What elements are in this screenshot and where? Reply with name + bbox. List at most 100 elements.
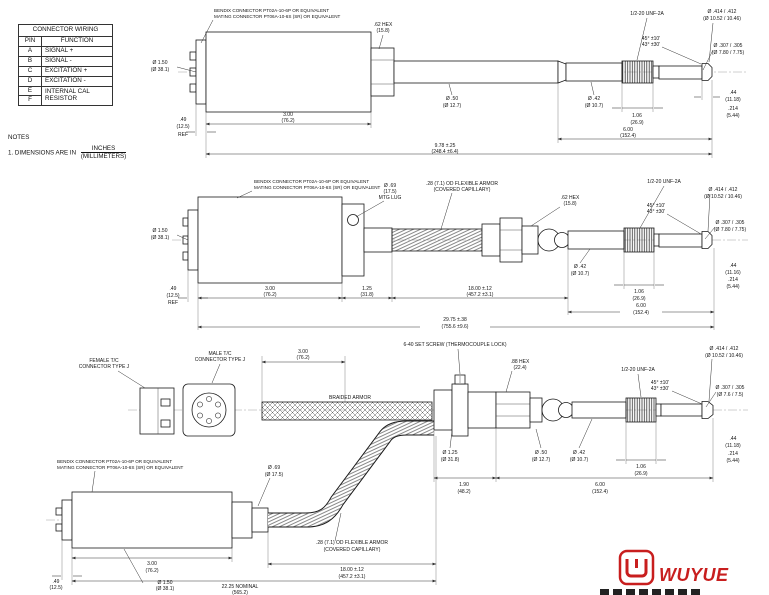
d2-hex62-mm: (15.8)	[563, 201, 576, 207]
d3-angle1: 45° ±10'	[651, 380, 669, 386]
d3-hex88: .88 HEX	[511, 359, 530, 365]
sensor-body	[197, 196, 343, 284]
d1-len600-mm: (152.4)	[620, 133, 636, 139]
d3-len600: 6.00	[595, 482, 605, 488]
tip-neck	[653, 233, 660, 247]
d3-dia69: Ø .69	[268, 465, 280, 471]
d1-small-dia-mm: (Ø 7.80 / 7.75)	[712, 50, 745, 56]
connector-pin	[182, 251, 189, 261]
connector-pin	[189, 83, 197, 93]
hex-fitting	[499, 217, 523, 263]
d2-armor-line2: (COVERED CAPILLARY)	[434, 187, 491, 193]
swivel-ball-small	[558, 402, 574, 418]
d2-mtg-label: MTG LUG	[379, 195, 402, 201]
d3-female-line2: CONNECTOR TYPE J	[79, 364, 130, 370]
d2-bendix-line2: MATING CONNECTOR PT06A-10-6S (SR) OR EQU…	[254, 185, 381, 190]
stem-rod	[571, 401, 627, 419]
tc-pin	[197, 412, 203, 419]
hex-fitting	[495, 391, 531, 429]
pin-f: F	[18, 95, 42, 107]
d1-hex62: .62 HEX	[374, 22, 393, 28]
d1-len300: 3.00	[283, 112, 293, 118]
stem-shaft	[393, 60, 559, 84]
d2-total-mm: (755.6 ±9.6)	[442, 324, 469, 330]
d2-len1800-mm: (457.2 ±3.1)	[467, 292, 494, 298]
d2-armor-line1: .28 (7.1) OD FLEXIBLE ARMOR	[426, 181, 498, 187]
d3-bendix-line1: BENDIX CONNECTOR PT02A-10-6P OR EQUIVALE…	[57, 459, 172, 464]
body-step	[231, 501, 253, 539]
d3-len1800: 18.00 ±.12	[340, 567, 364, 573]
braided-armor	[261, 401, 433, 421]
d1-len44: .44	[730, 90, 737, 96]
tc-pin	[197, 401, 203, 408]
d2-angle2: 43° ±30'	[647, 209, 665, 215]
d2-dia42: Ø .42	[574, 264, 586, 270]
d1-bendix-line1: BENDIX CONNECTOR PT02A-10-6P OR EQUIVALE…	[214, 8, 329, 13]
sensor-body	[205, 31, 372, 113]
drawing-middle-labels: BENDIX CONNECTOR PT02A-10-6P OR EQUIVALE…	[151, 179, 747, 330]
d1-hex62-mm: (15.8)	[376, 28, 389, 34]
d2-dia42-mm: (Ø 10.7)	[571, 271, 590, 277]
d2-mtg-dia: Ø .69	[384, 183, 396, 189]
flexible-armor	[391, 228, 483, 252]
drawing-bottom-dim-lines	[52, 348, 717, 585]
d1-thread: 1/2-20 UNF-2A	[630, 11, 664, 17]
d1-len49-mm: (12.5)	[176, 124, 189, 130]
d2-hex62: .62 HEX	[561, 195, 580, 201]
d1-total: 9.78 ±.25	[435, 143, 456, 149]
d3-len600-mm: (152.4)	[592, 489, 608, 495]
drawing-middle-sensor: BENDIX CONNECTOR PT02A-10-6P OR EQUIVALE…	[151, 179, 748, 330]
d3-len300-top: 3.00	[298, 349, 308, 355]
body-neck	[251, 507, 269, 533]
fitting-collar	[481, 223, 501, 257]
d3-small-dia: Ø .307 / .305	[716, 385, 745, 391]
d2-thread: 1/2-20 UNF-2A	[647, 179, 681, 185]
d3-len106: 1.06	[636, 464, 646, 470]
d3-thread: 1/2-20 UNF-2A	[621, 367, 655, 373]
d2-len300-mm: (76.2)	[263, 292, 276, 298]
drawing-middle-dim-lines	[176, 185, 716, 330]
d3-armor-line2: (COVERED CAPILLARY)	[324, 547, 381, 553]
d2-len300: 3.00	[265, 286, 275, 292]
notes-dimensions-text: 1. DIMENSIONS ARE IN	[8, 149, 77, 157]
tc-pin	[215, 401, 221, 408]
d1-dia150-mm: (Ø 38.1)	[151, 67, 170, 73]
d2-ref: REF	[168, 300, 178, 306]
d2-angle1: 45° ±10'	[647, 203, 665, 209]
d3-male-line2: CONNECTOR TYPE J	[195, 357, 246, 363]
cropped-caption-fragments	[600, 589, 700, 595]
table-title: CONNECTOR WIRING	[18, 24, 113, 37]
d3-dia50: Ø .50	[535, 450, 547, 456]
stem-rod	[565, 62, 623, 82]
d3-bendix-line2: MATING CONNECTOR PT06A-10-6S (SR) OR EQU…	[57, 465, 184, 470]
d3-dia50-mm: (Ø 12.7)	[532, 457, 551, 463]
d2-len214: .214	[728, 277, 738, 283]
probe-tip-end	[701, 231, 713, 249]
d3-len214-mm: (5.44)	[726, 458, 739, 464]
d1-dia150: Ø 1.50	[152, 60, 167, 66]
threaded-section	[625, 397, 657, 423]
d3-dia150: Ø 1.50	[157, 580, 172, 586]
drawing-top-sensor: BENDIX CONNECTOR PT02A-10-6P OR EQUIVALE…	[151, 8, 748, 158]
d3-dia42: Ø .42	[573, 450, 585, 456]
d1-dia50-mm: (Ø 12.7)	[443, 103, 462, 109]
connector-plate	[187, 209, 199, 271]
threaded-section	[621, 60, 654, 84]
d3-hex88-mm: (22.4)	[513, 365, 526, 371]
d2-small-dia: Ø .307 / .305	[716, 220, 745, 226]
connector-pin	[182, 217, 189, 227]
d1-len106-mm: (26.9)	[630, 120, 643, 126]
d1-dia42: Ø .42	[588, 96, 600, 102]
stem-step	[557, 60, 567, 84]
d3-small-dia-mm: (Ø 7.6 / 7.5)	[717, 392, 744, 398]
wuyue-logo: WUYUE	[618, 549, 728, 586]
elbow-flexible-armor	[268, 428, 434, 520]
notes-units-fraction: INCHES (MILLIMETERS)	[80, 145, 127, 160]
d2-dia150-mm: (Ø 38.1)	[151, 235, 170, 241]
d3-len300-top-mm: (76.2)	[296, 355, 309, 361]
sensor-body	[71, 491, 233, 549]
connector-pin	[55, 523, 63, 532]
d3-total: 22.25 NOMINAL	[222, 584, 259, 590]
